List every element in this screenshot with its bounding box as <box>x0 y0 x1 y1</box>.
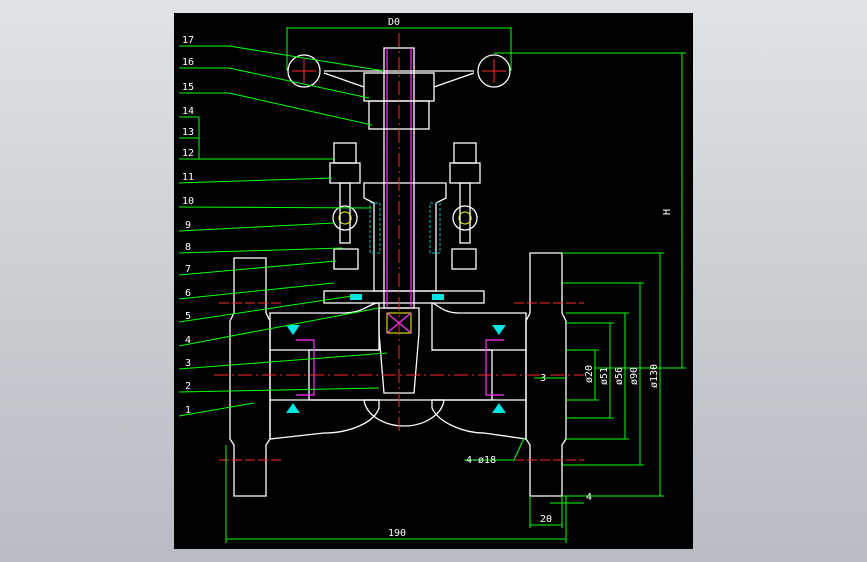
body-left-half <box>269 302 380 440</box>
handwheel-left <box>287 54 321 88</box>
part-label-5: 5 <box>185 311 191 322</box>
dim-offset-4: 4 <box>586 492 592 503</box>
center-lines <box>214 33 584 461</box>
dim-bolt-holes: 4-ø18 <box>466 455 496 466</box>
cad-drawing-canvas[interactable]: 17 16 15 14 13 12 11 10 9 8 7 6 5 4 3 2 … <box>174 13 693 549</box>
body-right-half <box>431 302 527 440</box>
valve-body <box>229 182 567 497</box>
body-bottom-bowl <box>363 399 445 427</box>
left-flange <box>229 257 271 497</box>
part-label-13: 13 <box>182 127 194 138</box>
bonnet-bolts <box>329 142 481 270</box>
bonnet <box>363 182 447 292</box>
dim-gap-3: 3 <box>540 373 546 384</box>
dim-dia-130: ø130 <box>649 364 660 388</box>
part-label-11: 11 <box>182 172 194 183</box>
part-label-16: 16 <box>182 57 194 68</box>
dim-h: H <box>662 209 673 215</box>
weld-right-bottom <box>492 403 506 413</box>
part-label-12: 12 <box>182 148 194 159</box>
dim-dia-51: ø51 <box>599 367 610 385</box>
dim-dia-20: ø20 <box>584 365 595 383</box>
part-label-9: 9 <box>185 220 191 231</box>
dim-dia-56: ø56 <box>614 367 625 385</box>
eye-bolt-right <box>452 205 478 231</box>
bonnet-gasket-left <box>350 294 362 300</box>
part-label-8: 8 <box>185 242 191 253</box>
part-label-10: 10 <box>182 196 194 207</box>
dim-d0: D0 <box>388 17 400 28</box>
part-label-2: 2 <box>185 381 191 392</box>
part-label-6: 6 <box>185 288 191 299</box>
dim-thickness-20: 20 <box>540 514 552 525</box>
disc <box>378 307 420 394</box>
dim-dia-90: ø90 <box>629 367 640 385</box>
weld-left-top <box>286 325 300 335</box>
part-leaders <box>178 45 388 417</box>
part-numbers: 17 16 15 14 13 12 11 10 9 8 7 6 5 4 3 2 … <box>182 35 194 416</box>
valve-drawing: 17 16 15 14 13 12 11 10 9 8 7 6 5 4 3 2 … <box>178 17 686 543</box>
part-label-4: 4 <box>185 335 191 346</box>
part-label-14: 14 <box>182 106 194 117</box>
weld-right-top <box>492 325 506 335</box>
part-label-15: 15 <box>182 82 194 93</box>
dimensions: D0 H <box>225 17 686 543</box>
part-label-7: 7 <box>185 264 191 275</box>
part-label-1: 1 <box>185 405 191 416</box>
handwheel-right <box>477 54 511 88</box>
eye-bolt-left <box>332 205 358 231</box>
packing <box>369 202 381 254</box>
bonnet-gasket-right <box>432 294 444 300</box>
part-label-17: 17 <box>182 35 194 46</box>
dim-length-190: 190 <box>388 528 406 539</box>
part-label-3: 3 <box>185 358 191 369</box>
weld-left-bottom <box>286 403 300 413</box>
